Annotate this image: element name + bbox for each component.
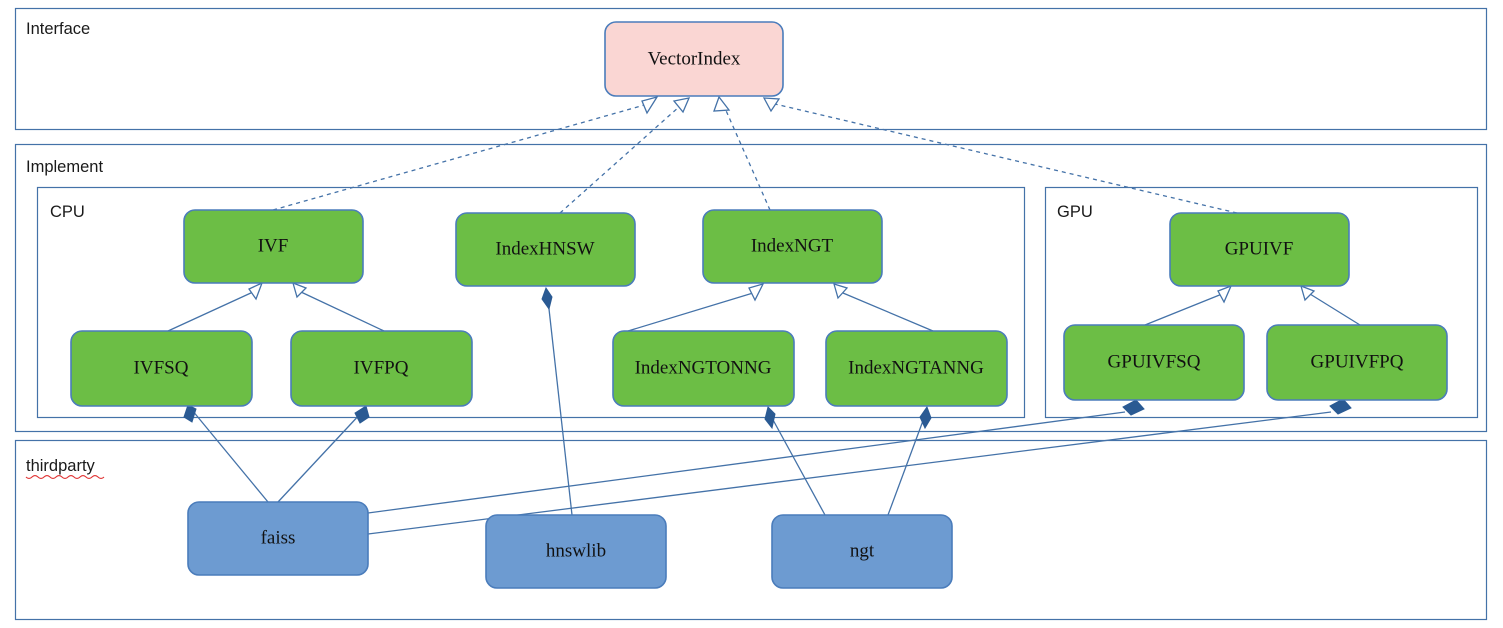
node-faiss-rect[interactable] xyxy=(187,501,369,576)
edge-faiss-to-gpuivfpq xyxy=(367,398,1352,535)
node-ivfsq-label: IVFSQ xyxy=(134,357,189,378)
edge-gpuivfpq-to-gpuivf xyxy=(1300,284,1361,326)
realization-arrowhead xyxy=(713,95,731,112)
edge-gpuivfsq-to-gpuivf xyxy=(1144,284,1233,326)
inheritance-arrowhead xyxy=(1300,284,1316,302)
node-ngt-label: ngt xyxy=(850,540,875,561)
node-gpuivfsq-label: GPUIVFSQ xyxy=(1108,351,1201,372)
edge-faiss-to-ivfsq xyxy=(183,404,269,503)
node-ivf-rect[interactable] xyxy=(183,209,364,284)
composition-diamond xyxy=(1329,398,1352,415)
node-ivfsq[interactable]: IVFSQ xyxy=(70,330,253,407)
node-indexhnsw[interactable]: IndexHNSW xyxy=(455,212,636,287)
edge-indexngtanng-to-indexngt xyxy=(833,283,934,332)
node-gpuivfpq-label: GPUIVFPQ xyxy=(1311,351,1404,372)
node-indexngtonng-label: IndexNGTONNG xyxy=(635,357,772,378)
node-gpuivfpq[interactable]: GPUIVFPQ xyxy=(1266,324,1448,401)
node-vectorindex-rect[interactable] xyxy=(604,21,784,97)
composition-diamond xyxy=(1122,399,1145,416)
spellcheck-underline-icon xyxy=(25,474,105,480)
node-gpuivf-rect[interactable] xyxy=(1169,212,1350,287)
node-ivfsq-rect[interactable] xyxy=(70,330,253,407)
node-ivfpq[interactable]: IVFPQ xyxy=(290,330,473,407)
composition-diamond xyxy=(764,406,776,430)
edge-indexhnsw-to-vectorindex xyxy=(559,97,691,214)
node-gpuivf-label: GPUIVF xyxy=(1225,238,1294,259)
node-indexngtonng-rect[interactable] xyxy=(612,330,795,407)
node-ngt[interactable]: ngt xyxy=(771,514,953,589)
node-gpuivfsq-rect[interactable] xyxy=(1063,324,1245,401)
edge-gpuivf-to-vectorindex xyxy=(762,97,1238,214)
inheritance-arrowhead xyxy=(292,281,308,299)
realization-arrowhead xyxy=(762,97,781,113)
edge-indexngtonng-to-indexngt xyxy=(627,282,765,332)
node-hnswlib-label: hnswlib xyxy=(546,540,606,561)
edge-ngt-to-indexngtonng xyxy=(764,406,826,516)
node-gpuivfpq-rect[interactable] xyxy=(1266,324,1448,401)
composition-diamond xyxy=(183,404,197,423)
node-ivf-label: IVF xyxy=(258,235,289,256)
edge-ivfpq-to-ivf xyxy=(292,281,385,332)
node-faiss-label: faiss xyxy=(261,527,296,548)
node-indexngt-rect[interactable] xyxy=(702,209,883,284)
inheritance-arrowhead xyxy=(1217,284,1233,304)
inheritance-arrowhead xyxy=(833,283,849,300)
group-gpu-label: GPU xyxy=(1057,203,1093,221)
inheritance-arrowhead xyxy=(748,282,765,302)
node-gpuivfsq[interactable]: GPUIVFSQ xyxy=(1063,324,1245,401)
node-indexngtonng[interactable]: IndexNGTONNG xyxy=(612,330,795,407)
node-indexhnsw-label: IndexHNSW xyxy=(495,238,594,259)
node-indexngt[interactable]: IndexNGT xyxy=(702,209,883,284)
node-indexngt-label: IndexNGT xyxy=(751,235,834,256)
node-vectorindex-label: VectorIndex xyxy=(648,48,741,69)
edge-hnswlib-to-indexhnsw xyxy=(541,286,573,516)
composition-diamond xyxy=(354,405,370,424)
inheritance-arrowhead xyxy=(248,281,264,301)
node-gpuivf[interactable]: GPUIVF xyxy=(1169,212,1350,287)
composition-diamond xyxy=(541,286,553,311)
edge-ivf-to-vectorindex xyxy=(272,95,659,211)
composition-diamond xyxy=(919,405,932,430)
group-implement-label: Implement xyxy=(26,158,103,176)
edge-faiss-to-gpuivfsq xyxy=(367,399,1145,514)
node-ngt-rect[interactable] xyxy=(771,514,953,589)
node-ivfpq-label: IVFPQ xyxy=(354,357,409,378)
node-indexngtanng-label: IndexNGTANNG xyxy=(848,357,984,378)
group-thirdparty-label: thirdparty xyxy=(26,457,96,475)
edge-faiss-to-ivfpq xyxy=(277,405,370,503)
edge-ngt-to-indexngtanng xyxy=(887,405,932,516)
edge-ivfsq-to-ivf xyxy=(167,281,264,332)
node-indexhnsw-rect[interactable] xyxy=(455,212,636,287)
group-cpu-label: CPU xyxy=(50,203,85,221)
node-indexngtanng-rect[interactable] xyxy=(825,330,1008,407)
node-hnswlib[interactable]: hnswlib xyxy=(485,514,667,589)
node-hnswlib-rect[interactable] xyxy=(485,514,667,589)
node-vectorindex[interactable]: VectorIndex xyxy=(604,21,784,97)
group-interface-label: Interface xyxy=(26,20,90,38)
edge-indexngt-to-vectorindex xyxy=(713,95,771,211)
realization-arrowhead xyxy=(641,95,659,115)
node-faiss[interactable]: faiss xyxy=(187,501,369,576)
realization-arrowhead xyxy=(672,97,691,114)
node-ivf[interactable]: IVF xyxy=(183,209,364,284)
node-indexngtanng[interactable]: IndexNGTANNG xyxy=(825,330,1008,407)
node-ivfpq-rect[interactable] xyxy=(290,330,473,407)
